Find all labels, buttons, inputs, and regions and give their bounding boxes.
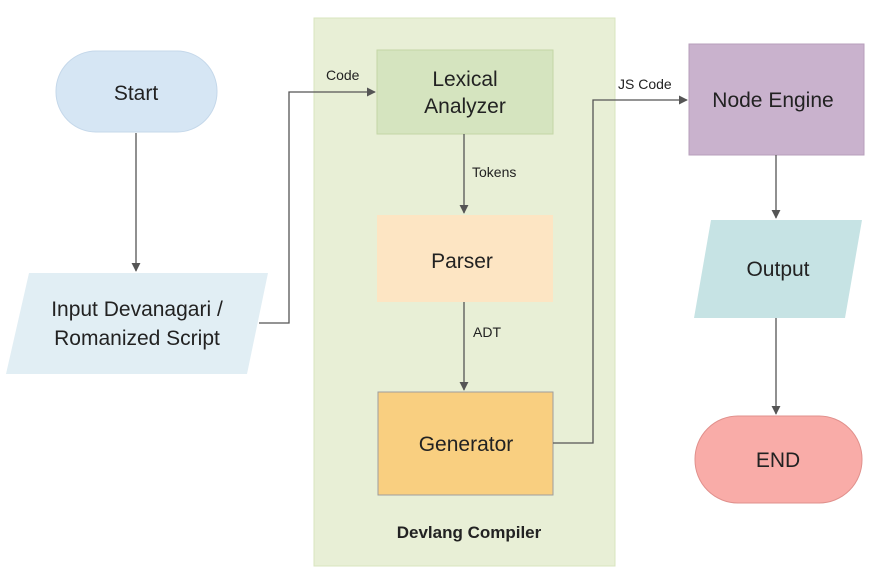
lexical-analyzer-label-line1: Lexical [432,68,497,91]
output-node[interactable]: Output [694,220,862,318]
generator-node[interactable]: Generator [377,391,554,496]
edge-label-adt: ADT [473,324,501,340]
node-engine-label: Node Engine [712,89,833,112]
start-node[interactable]: Start [55,50,218,133]
end-shape [694,415,863,504]
edge-label-tokens: Tokens [472,164,516,180]
edge-generator-to-node-engine [553,95,688,444]
generator-label: Generator [419,433,514,456]
start-shape [55,50,218,133]
edge-label-code: Code [326,67,360,83]
input-label-line2: Romanized Script [54,327,220,350]
compiler-group-label: Devlang Compiler [397,523,542,542]
edge-input-to-lexical [259,87,376,324]
output-shape [694,220,862,318]
parser-label: Parser [431,250,493,273]
end-node[interactable]: END [694,415,863,504]
generator-shape [377,391,554,496]
input-node[interactable]: Input Devanagari / Romanized Script [6,273,268,374]
lexical-analyzer-shape [376,49,554,135]
parser-shape [377,215,553,302]
output-label: Output [746,258,809,281]
node-engine-node[interactable]: Node Engine [688,43,865,156]
parser-node[interactable]: Parser [377,215,553,302]
lexical-analyzer-node[interactable]: Lexical Analyzer [376,49,554,135]
node-engine-shape [688,43,865,156]
input-shape [6,273,268,374]
end-label: END [756,449,800,472]
input-label-line1: Input Devanagari / [51,298,223,321]
start-label: Start [114,82,159,105]
lexical-analyzer-label-line2: Analyzer [424,95,506,118]
edge-label-js-code: JS Code [618,76,672,92]
